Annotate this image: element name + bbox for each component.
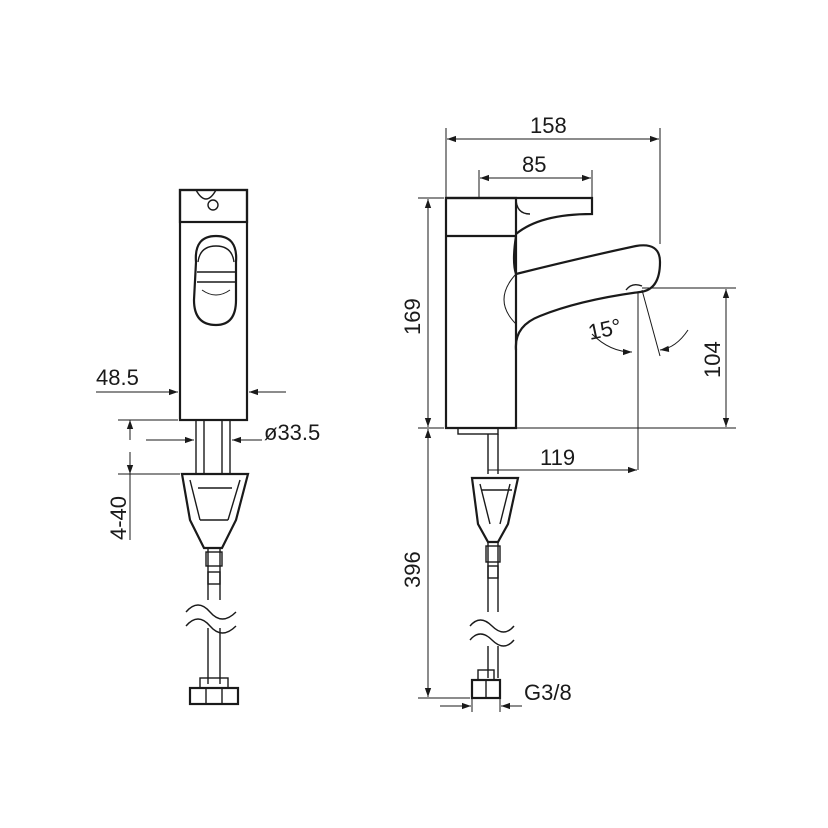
front-bracket: [180, 472, 250, 550]
dim-deck-thickness: 4-40: [106, 496, 131, 540]
dim-height-total: 169: [400, 298, 425, 335]
dim-body-width: 48.5: [96, 365, 139, 390]
dim-width-overall: 158: [530, 113, 567, 138]
side-spout: [512, 235, 662, 351]
dim-lever-length: 85: [522, 152, 546, 177]
dim-spout-angle: 15°: [586, 314, 624, 345]
dim-shank-diameter: ø33.5: [264, 420, 320, 445]
dim-spout-reach: 119: [540, 445, 575, 470]
side-body: [444, 196, 518, 430]
front-view: [178, 188, 250, 706]
side-bracket: [470, 476, 520, 544]
front-body: [178, 188, 249, 422]
front-cap: [178, 188, 249, 224]
dim-connection: G3/8: [524, 680, 572, 705]
side-lever: [446, 196, 594, 235]
dim-hose-length: 396: [400, 551, 425, 588]
front-dimensions: 48.5 ø33.5 4-40: [96, 365, 320, 540]
side-dimensions: 158 85 169 104 15° 119 396: [400, 113, 736, 712]
dim-spout-height: 104: [700, 341, 725, 378]
front-lever: [192, 234, 238, 327]
